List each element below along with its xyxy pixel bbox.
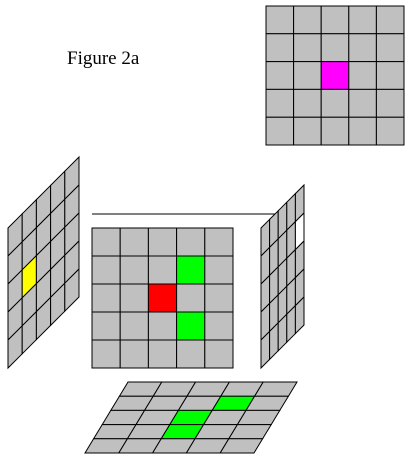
left-side-cell-4-4 (64, 267, 80, 313)
cube-front-cell-2-4 (204, 283, 234, 313)
figure-title: Figure 2a (67, 48, 140, 69)
top-view-cell-3-4 (375, 88, 405, 118)
top-view-cell-1-3 (348, 33, 377, 63)
cube-front-cell-0-1 (119, 227, 149, 257)
top-view-cell-0-0 (265, 5, 295, 35)
top-view-cell-2-4 (375, 61, 405, 90)
top-view-grid (265, 5, 405, 146)
top-view-cell-4-1 (293, 116, 322, 146)
top-view-cell-0-1 (293, 5, 322, 35)
cube-right-cell-4-4 (294, 295, 305, 335)
cube-front-cell-0-2 (147, 227, 178, 257)
top-view-cell-4-0 (265, 116, 295, 146)
top-view-cell-2-1 (293, 61, 322, 90)
top-view-cell-3-3 (348, 88, 377, 118)
cube-front-cell-1-4 (204, 255, 234, 285)
top-view-cell-2-2 (320, 61, 350, 90)
top-view-cell-2-3 (348, 61, 377, 90)
cube-right-face (260, 183, 305, 370)
top-view-cell-3-1 (293, 88, 322, 118)
cube-front-cell-4-3 (176, 339, 206, 369)
cube-front-cell-4-2 (147, 339, 178, 369)
top-view-cell-4-3 (348, 116, 377, 146)
cube-front-cell-0-0 (91, 227, 121, 257)
top-view-cell-1-0 (265, 33, 295, 63)
cube-front-cell-2-3 (176, 283, 206, 313)
cube-front-cell-3-0 (91, 311, 121, 341)
cube-front-cell-1-2 (147, 255, 178, 285)
cube-front-cell-3-2 (147, 311, 178, 341)
top-view-cell-0-3 (348, 5, 377, 35)
cube-front-cell-4-0 (91, 339, 121, 369)
top-view-cell-3-0 (265, 88, 295, 118)
cube-front-cell-1-1 (119, 255, 149, 285)
cube-front-cell-1-0 (91, 255, 121, 285)
cube-front-cell-0-4 (204, 227, 234, 257)
bottom-face (84, 381, 298, 454)
cube-front-cell-3-1 (119, 311, 149, 341)
top-view-cell-2-0 (265, 61, 295, 90)
cube-front-cell-4-4 (204, 339, 234, 369)
top-view-cell-4-2 (320, 116, 350, 146)
cube-front-cell-1-3 (176, 255, 206, 285)
cube-front-face (91, 227, 234, 369)
top-view-cell-0-4 (375, 5, 405, 35)
top-view-cell-1-1 (293, 33, 322, 63)
cube-front-cell-3-4 (204, 311, 234, 341)
top-view-cell-4-4 (375, 116, 405, 146)
top-view-cell-3-2 (320, 88, 350, 118)
top-view-cell-0-2 (320, 5, 350, 35)
cube-front-cell-3-3 (176, 311, 206, 341)
cube-front-cell-2-1 (119, 283, 149, 313)
top-view-cell-1-4 (375, 33, 405, 63)
top-view-cell-1-2 (320, 33, 350, 63)
cube-front-cell-4-1 (119, 339, 149, 369)
cube-front-cell-2-0 (91, 283, 121, 313)
bottom-face-cell-4-4 (219, 438, 264, 454)
cube-front-cell-0-3 (176, 227, 206, 257)
cube-front-cell-2-2 (147, 283, 178, 313)
left-side-face (7, 155, 80, 370)
